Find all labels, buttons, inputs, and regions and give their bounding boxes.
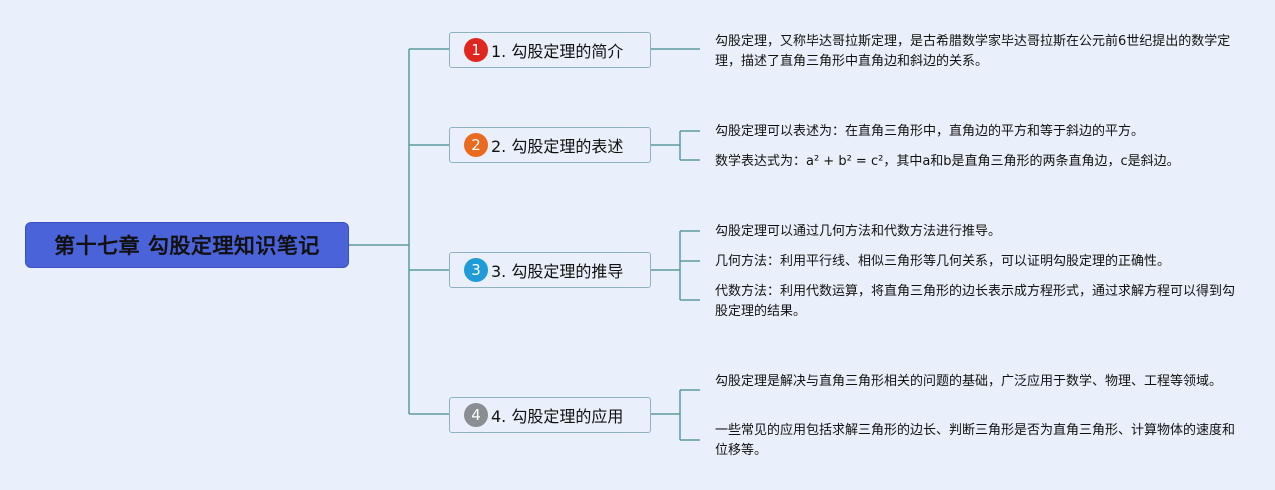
leaf-topic[interactable]: 代数方法：利用代数运算，将直角三角形的边长表示成方程形式，通过求解方程可以得到勾… (715, 284, 1236, 319)
leaf-topic[interactable]: 勾股定理可以通过几何方法和代数方法进行推导。 (715, 224, 1002, 239)
root-topic-label: 第十七章 勾股定理知识笔记 (54, 234, 320, 258)
root-topic[interactable]: 第十七章 勾股定理知识笔记 (25, 222, 349, 268)
leaf-topic[interactable]: 勾股定理可以表述为：在直角三角形中，直角边的平方和等于斜边的平方。 (715, 124, 1145, 139)
leaf-topic[interactable]: 几何方法：利用平行线、相似三角形等几何关系，可以证明勾股定理的正确性。 (715, 254, 1171, 269)
number-badge-icon: 2 (464, 133, 488, 157)
number-badge-icon: 3 (464, 258, 488, 282)
number-badge-icon: 1 (464, 38, 488, 62)
branch-topic-derivation[interactable]: 3 3. 勾股定理的推导 (449, 252, 651, 288)
branch-topic-label: 4. 勾股定理的应用 (491, 407, 624, 426)
branch-topic-label: 1. 勾股定理的简介 (491, 42, 624, 61)
leaf-topic[interactable]: 勾股定理是解决与直角三角形相关的问题的基础，广泛应用于数学、物理、工程等领域。 (715, 374, 1223, 389)
branch-topic-label: 3. 勾股定理的推导 (491, 262, 624, 281)
leaf-topic[interactable]: 数学表达式为：a² + b² = c²，其中a和b是直角三角形的两条直角边，c是… (715, 154, 1180, 169)
branch-topic-intro[interactable]: 1 1. 勾股定理的简介 (449, 32, 651, 68)
leaf-topic[interactable]: 一些常见的应用包括求解三角形的边长、判断三角形是否为直角三角形、计算物体的速度和… (715, 423, 1236, 458)
branch-topic-application[interactable]: 4 4. 勾股定理的应用 (449, 397, 651, 433)
leaf-topic[interactable]: 勾股定理，又称毕达哥拉斯定理，是古希腊数学家毕达哥拉斯在公元前6世纪提出的数学定… (715, 34, 1231, 69)
branch-topic-statement[interactable]: 2 2. 勾股定理的表述 (449, 127, 651, 163)
branch-topic-label: 2. 勾股定理的表述 (491, 137, 624, 156)
number-badge-icon: 4 (464, 403, 488, 427)
